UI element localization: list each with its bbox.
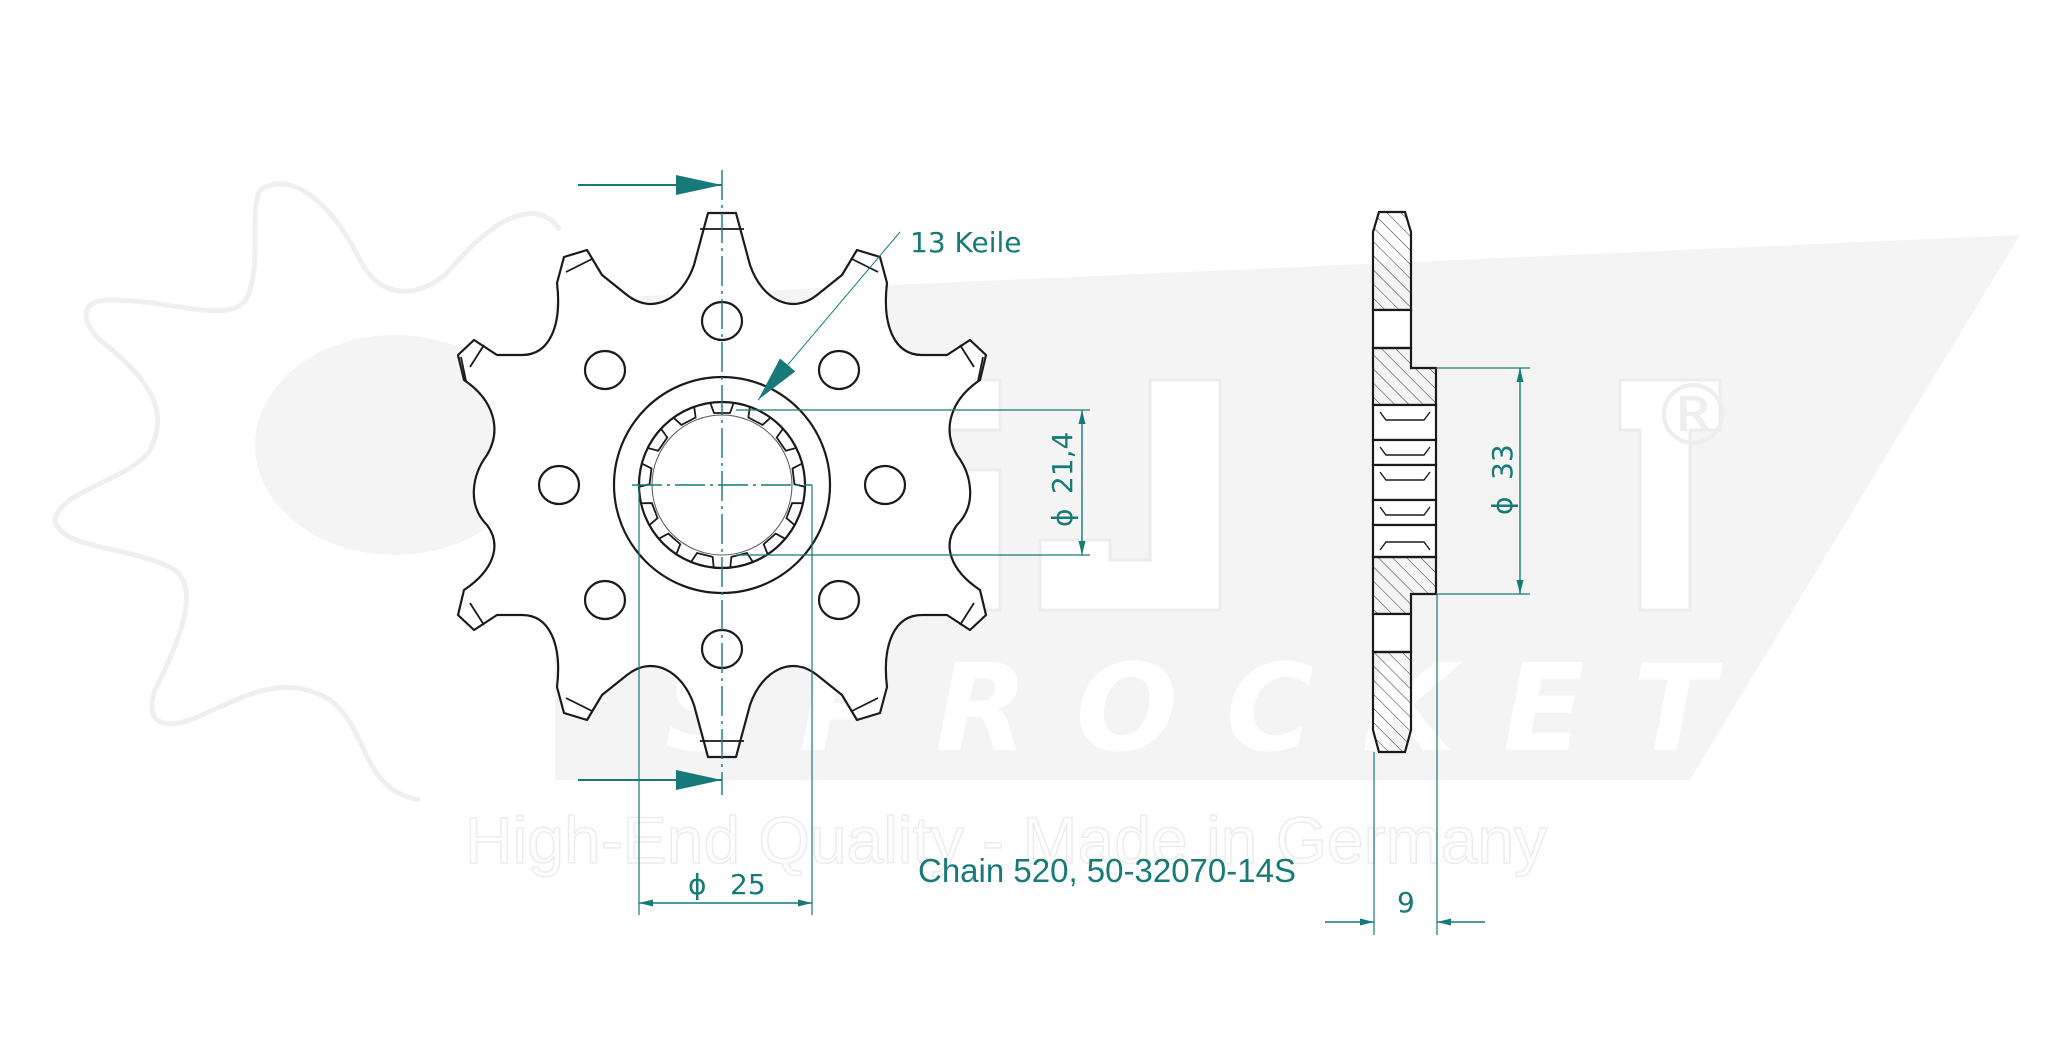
diameter-symbol: ϕ [1486,497,1519,515]
watermark-ellipse [255,335,535,555]
center-lines [632,170,812,795]
side-dimensions [1325,367,1530,935]
front-dimensions [578,175,1090,915]
dim-value: 21,4 [1046,432,1079,494]
diameter-symbol: ϕ [688,868,706,901]
dim-value: 25 [730,868,766,901]
diameter-symbol: ϕ [1046,509,1079,527]
dim-hub-diameter: ϕ 33 [1486,444,1519,515]
watermark: ® SPROCKETS High-End Quality - Made in G… [52,181,2020,878]
spline-count-label: 13 Keile [910,226,1022,259]
dim-value: 33 [1486,444,1519,480]
dim-spline-root-diameter: ϕ 21,4 [1046,432,1079,527]
sprocket-front-view [456,170,988,795]
watermark-gear-icon [52,181,563,803]
dim-thickness: 9 [1397,886,1415,919]
drawing-caption: Chain 520, 50-32070-14S [918,852,1296,889]
watermark-tagline: High-End Quality - Made in Germany [465,803,1547,877]
dim-spline-outer-diameter: ϕ 25 [688,868,766,901]
watermark-registered: ® [1650,366,1736,466]
